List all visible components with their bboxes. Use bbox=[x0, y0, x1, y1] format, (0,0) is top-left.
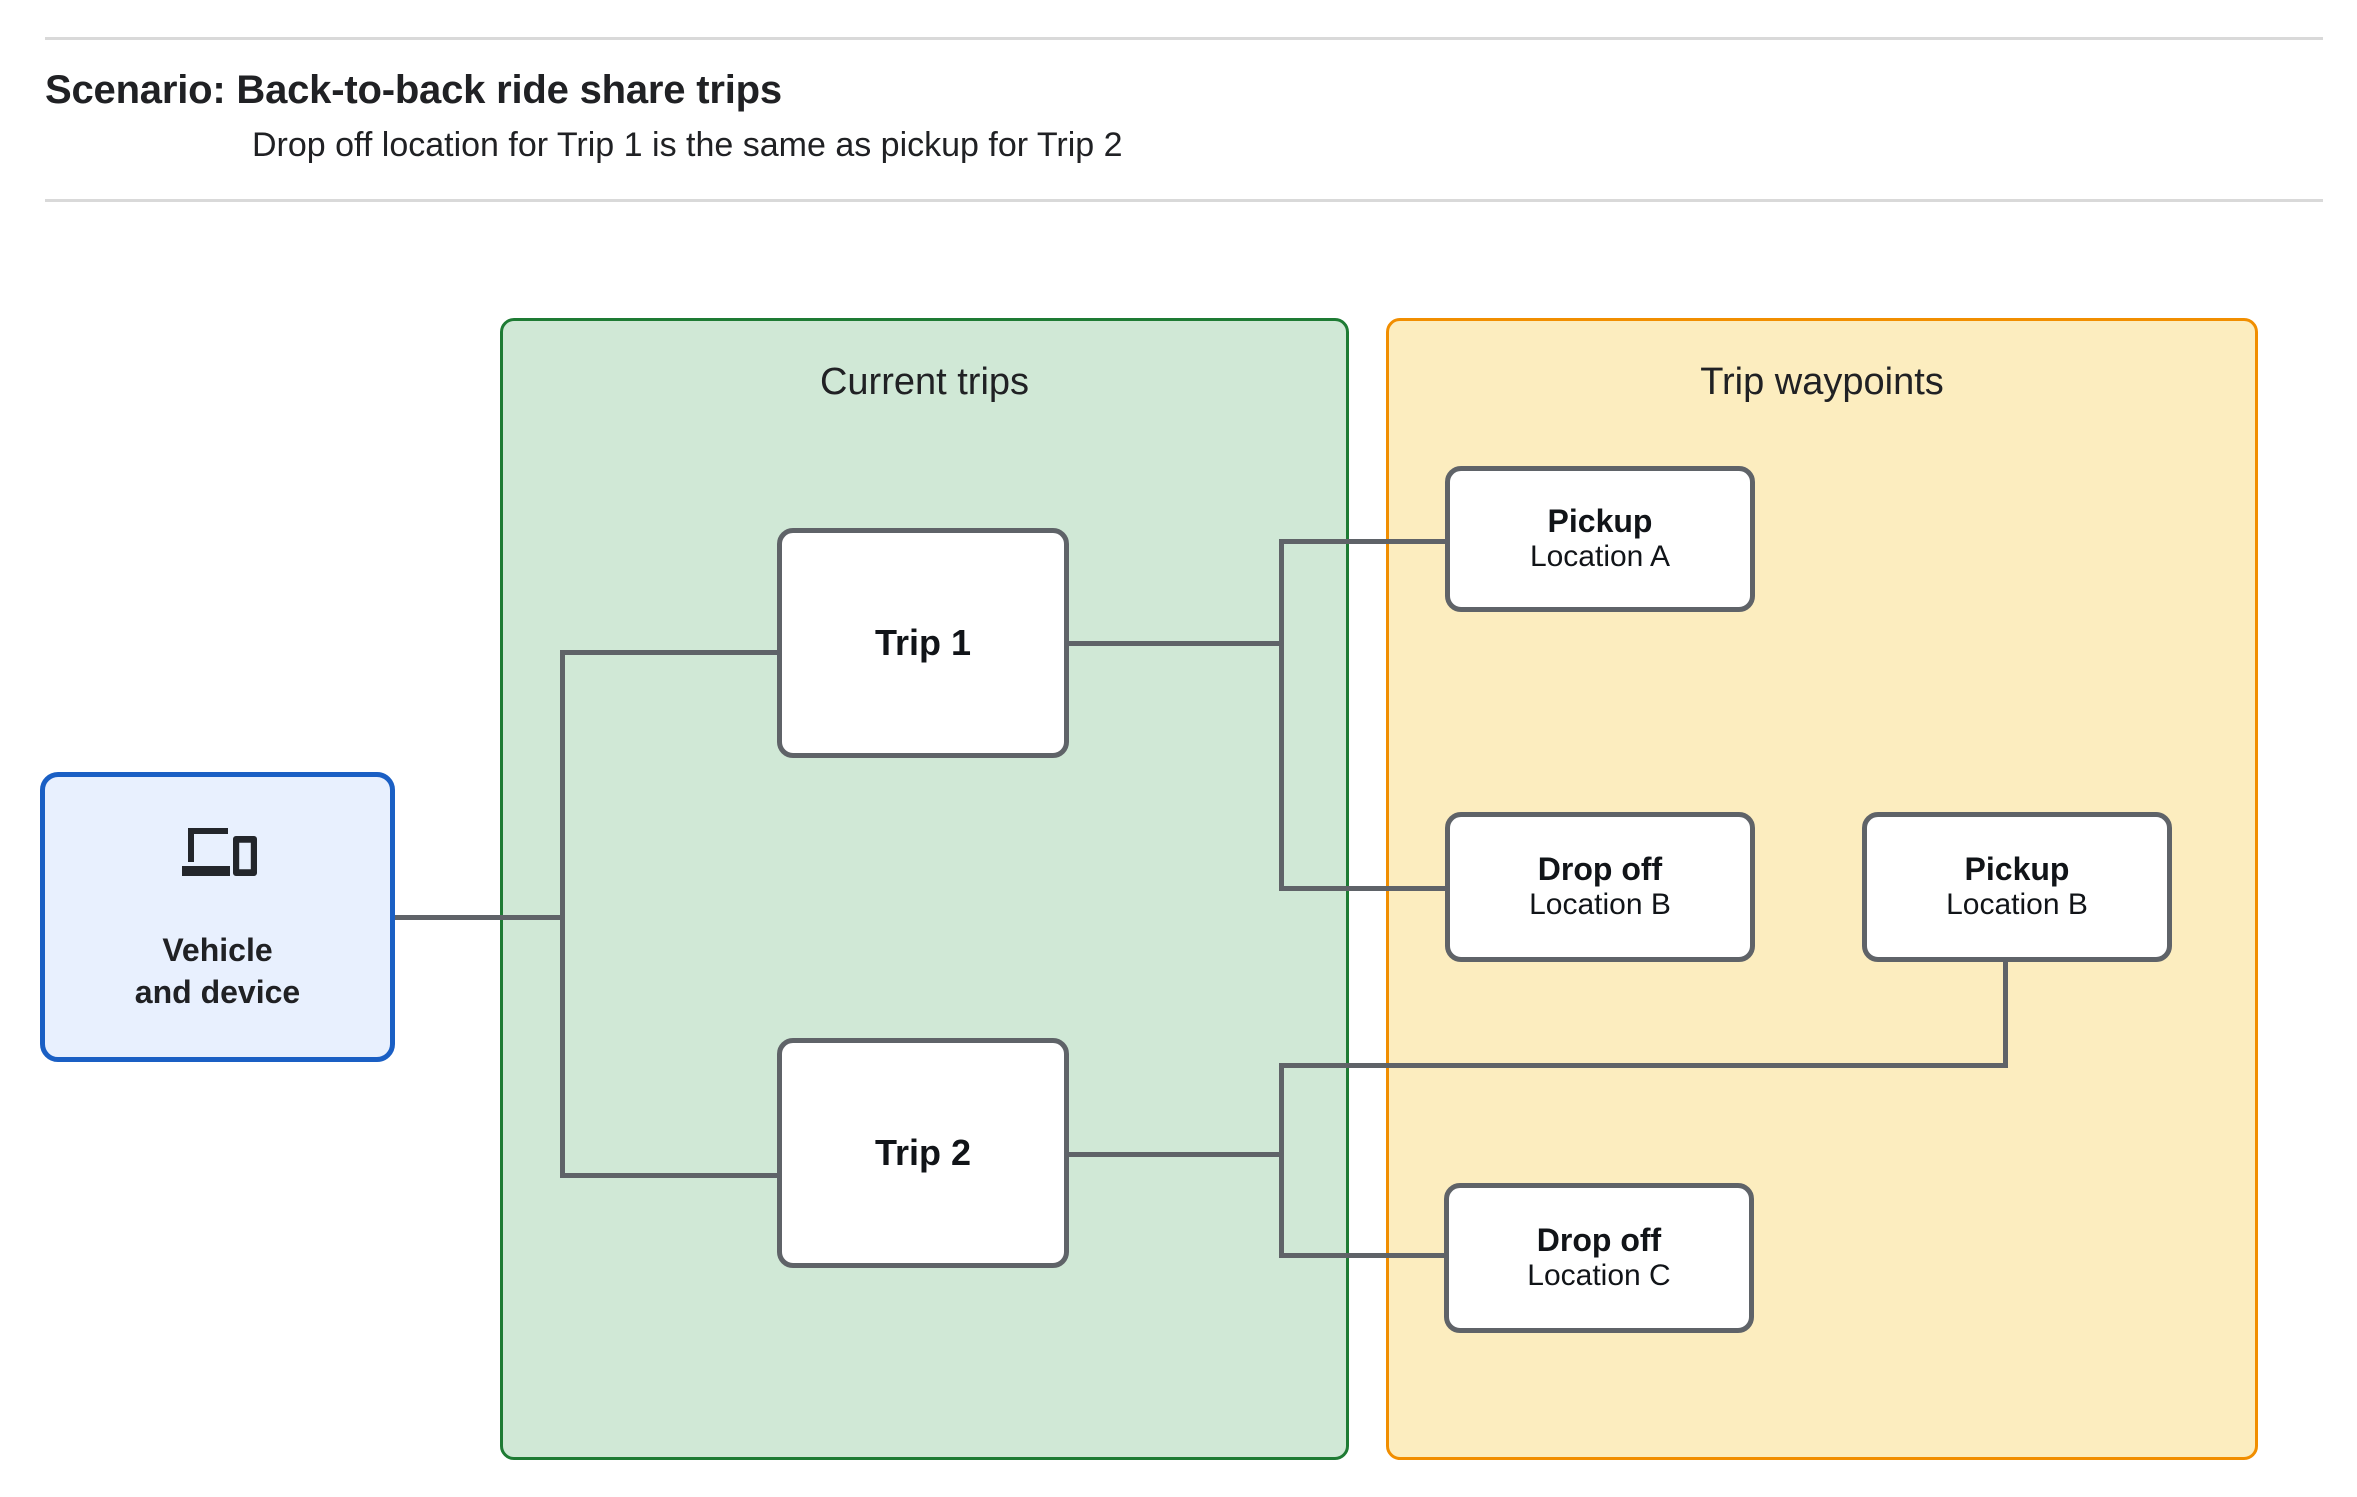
group-current-trips: Current trips bbox=[500, 318, 1349, 1460]
connector-junction-to-trip1 bbox=[560, 650, 782, 655]
header-divider-bottom bbox=[45, 199, 2323, 202]
connector-trip-branch-vertical bbox=[560, 650, 565, 1178]
node-waypoint-pickup-a[interactable]: Pickup Location A bbox=[1445, 466, 1755, 612]
waypoint-pickup-a-type: Pickup bbox=[1547, 502, 1653, 539]
connector-trip2-to-pickup-b bbox=[1279, 1063, 2008, 1068]
header-divider-top bbox=[45, 37, 2323, 40]
devices-icon bbox=[181, 828, 257, 877]
node-trip-1[interactable]: Trip 1 bbox=[777, 528, 1069, 758]
waypoint-dropoff-b-type: Drop off bbox=[1537, 850, 1663, 887]
node-vehicle-and-device[interactable]: Vehicle and device bbox=[40, 772, 395, 1062]
vehicle-label-line2: and device bbox=[134, 974, 301, 1010]
node-trip-1-label: Trip 1 bbox=[874, 622, 972, 664]
connector-trip1-branch-vertical bbox=[1279, 539, 1284, 891]
connector-vehicle-to-junction bbox=[395, 915, 565, 920]
connector-pickup-b-drop bbox=[2003, 960, 2008, 1066]
group-current-trips-title: Current trips bbox=[819, 361, 1030, 403]
connector-trip1-to-dropoff-b bbox=[1279, 886, 1449, 891]
page-subtitle: Drop off location for Trip 1 is the same… bbox=[252, 126, 1123, 164]
connector-trip2-branch-vertical bbox=[1279, 1063, 1284, 1258]
connector-trip1-to-pickup-a bbox=[1279, 539, 1449, 544]
waypoint-dropoff-c-location: Location C bbox=[1527, 1259, 1671, 1293]
node-trip-2[interactable]: Trip 2 bbox=[777, 1038, 1069, 1268]
waypoint-pickup-b-type: Pickup bbox=[1964, 850, 2070, 887]
node-waypoint-dropoff-b[interactable]: Drop off Location B bbox=[1445, 812, 1755, 962]
node-trip-2-label: Trip 2 bbox=[874, 1132, 972, 1174]
waypoint-pickup-b-location: Location B bbox=[1946, 888, 2088, 922]
node-waypoint-pickup-b[interactable]: Pickup Location B bbox=[1862, 812, 2172, 962]
connector-trip1-out bbox=[1064, 641, 1284, 646]
group-trip-waypoints-title: Trip waypoints bbox=[1700, 361, 1944, 403]
waypoint-dropoff-b-location: Location B bbox=[1529, 888, 1671, 922]
connector-junction-to-trip2 bbox=[560, 1173, 782, 1178]
vehicle-label-line1: Vehicle bbox=[162, 932, 273, 969]
connector-trip2-to-dropoff-c bbox=[1279, 1253, 1449, 1258]
connector-trip2-out bbox=[1064, 1152, 1284, 1157]
waypoint-dropoff-c-type: Drop off bbox=[1536, 1221, 1662, 1258]
node-waypoint-dropoff-c[interactable]: Drop off Location C bbox=[1444, 1183, 1754, 1333]
vehicle-label: Vehicle and device bbox=[135, 930, 300, 1013]
waypoint-pickup-a-location: Location A bbox=[1529, 540, 1671, 574]
page-title: Scenario: Back-to-back ride share trips bbox=[45, 68, 782, 112]
